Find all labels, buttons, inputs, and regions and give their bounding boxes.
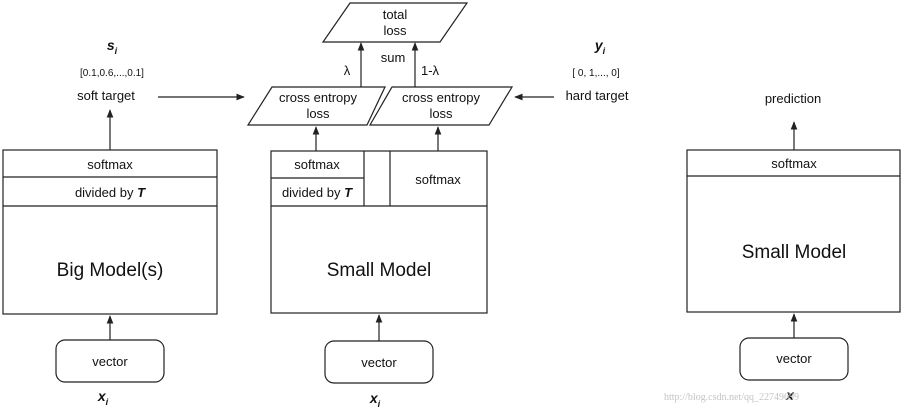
hard-target-symbol: yi: [594, 37, 606, 56]
input-symbol: x: [785, 387, 795, 403]
vector-box: [55, 339, 165, 383]
soft-target-symbol: si: [107, 37, 118, 56]
hard-target-label: hard target: [566, 88, 629, 103]
one-minus-lambda-label: 1-λ: [421, 63, 440, 78]
total-loss-box: [321, 2, 469, 43]
vector-box: [739, 337, 849, 381]
soft-target-label: soft target: [77, 88, 135, 103]
small-model-inference-box: [686, 149, 901, 313]
softmax-temperature-label: softmax: [294, 157, 340, 172]
softmax-layer-label: softmax: [771, 156, 817, 171]
big-model-box: [2, 149, 218, 315]
hard-target-values: [ 0, 1,..., 0]: [572, 68, 619, 79]
hard-target-group: yi [ 0, 1,..., 0] hard target: [514, 37, 629, 103]
divided-by-t-label: divided by T: [75, 185, 146, 200]
vector-box: [324, 340, 434, 384]
vector-label: vector: [92, 354, 128, 369]
cross-entropy-loss-soft-box: [246, 86, 386, 126]
small-model-label: Small Model: [742, 242, 847, 263]
big-model-label: Big Model(s): [57, 260, 164, 281]
student-inference-branch: prediction softmax Small Model vector x: [686, 91, 901, 403]
big-model-branch: si [0.1,0.6,...,0.1] soft target softmax…: [2, 37, 218, 407]
softmax-layer-label: softmax: [87, 157, 133, 172]
vector-label: vector: [776, 351, 812, 366]
cross-entropy-hard-label-line1: cross entropy: [402, 90, 481, 105]
divided-by-t-label: divided by T: [282, 185, 353, 200]
lambda-label: λ: [344, 63, 351, 78]
cross-entropy-soft-label-line1: cross entropy: [279, 90, 358, 105]
cross-entropy-soft-label-line2: loss: [306, 106, 330, 121]
total-loss-label-line1: total: [383, 7, 408, 22]
cross-entropy-hard-label-line2: loss: [429, 106, 453, 121]
cross-entropy-loss-hard-box: [368, 86, 514, 126]
watermark-text: http://blog.csdn.net/qq_22749699: [664, 392, 799, 403]
total-loss-label-line2: loss: [383, 23, 407, 38]
sum-label: sum: [381, 50, 406, 65]
input-symbol: xi: [369, 390, 381, 409]
vector-label: vector: [361, 355, 397, 370]
softmax-hard-label: softmax: [415, 172, 461, 187]
input-symbol: xi: [97, 388, 109, 407]
student-training-branch: total loss sum λ 1-λ cross entropy loss …: [246, 2, 514, 409]
soft-target-values: [0.1,0.6,...,0.1]: [80, 68, 144, 79]
prediction-label: prediction: [765, 91, 821, 106]
small-model-label: Small Model: [327, 260, 432, 281]
